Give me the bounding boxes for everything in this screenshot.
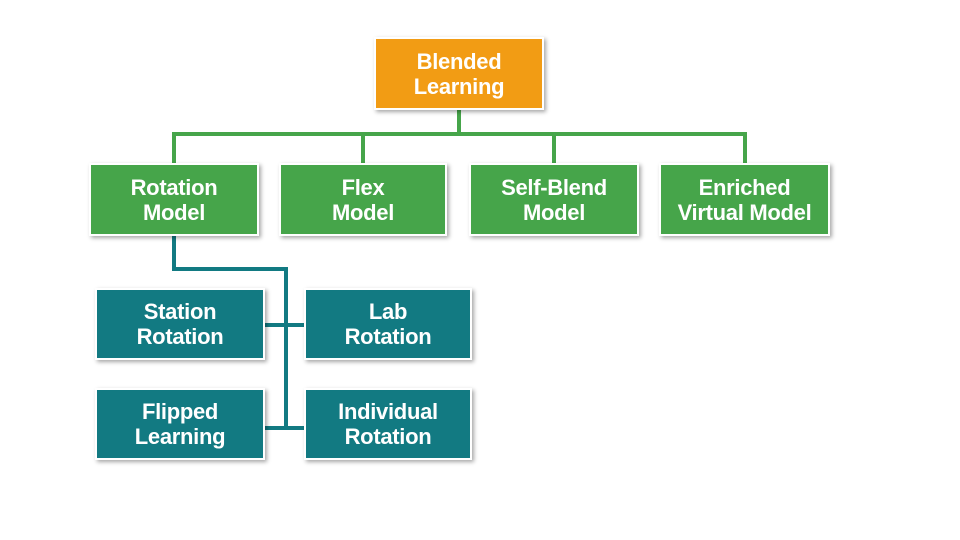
node-flipped-learning-label: Flipped Learning	[134, 399, 226, 449]
node-flex-model: Flex Model	[279, 163, 447, 236]
node-self-blend-model: Self-Blend Model	[469, 163, 639, 236]
node-self-blend-model-label: Self-Blend Model	[501, 174, 607, 225]
node-rotation-model: Rotation Model	[89, 163, 259, 236]
node-flipped-learning: Flipped Learning	[95, 388, 265, 460]
node-individual-rotation: Individual Rotation	[304, 388, 472, 460]
node-station-rotation: Station Rotation	[95, 288, 265, 360]
node-enriched-virtual-model: Enriched Virtual Model	[659, 163, 830, 236]
node-flex-model-label: Flex Model	[331, 174, 395, 225]
node-lab-rotation-label: Lab Rotation	[344, 299, 432, 349]
node-enriched-virtual-model-label: Enriched Virtual Model	[677, 174, 812, 225]
node-lab-rotation: Lab Rotation	[304, 288, 472, 360]
node-blended-learning: Blended Learning	[374, 37, 544, 110]
node-station-rotation-label: Station Rotation	[136, 299, 224, 349]
node-rotation-model-label: Rotation Model	[130, 174, 218, 225]
node-individual-rotation-label: Individual Rotation	[338, 399, 438, 449]
node-blended-learning-label: Blended Learning	[413, 48, 505, 99]
